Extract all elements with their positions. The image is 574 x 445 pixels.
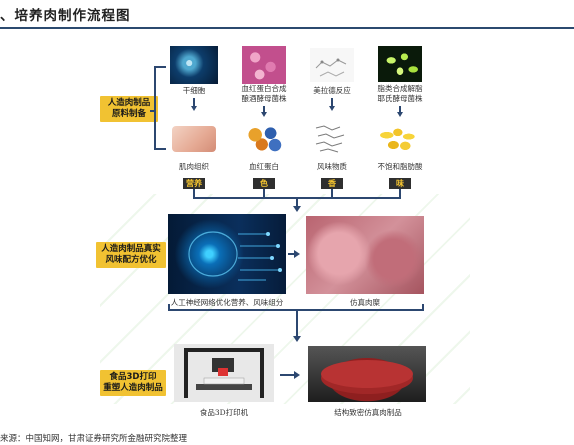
minced-meat-image (306, 216, 424, 294)
formula-icon (315, 125, 345, 153)
yeast-image-2 (378, 46, 422, 82)
brain-circuit-icon (188, 231, 282, 281)
stage2-bracket-left (168, 304, 170, 310)
source-label-4-text: 脂类合成解脂 耶氏酵母菌株 (377, 84, 423, 103)
stage3-left-caption: 食品3D打印机 (199, 408, 249, 417)
badge-taste: 味 (389, 178, 411, 189)
process-figure: 人造肉制品 原料制备 干细胞 血红蛋白合成 酿酒酵母菌株 美拉德反应 脂类合成解… (92, 44, 474, 422)
product-label-3: 风味物质 (317, 162, 347, 171)
source-note: 来源：中国知网，甘肃证券研究所金融研究院整理 (0, 434, 188, 444)
arrow-shaft-4 (399, 106, 401, 112)
flavor-formula-image (312, 122, 352, 154)
stage3-right-caption: 结构致密仿真肉制品 (334, 408, 402, 417)
source-label-2-text: 血红蛋白合成 酿酒酵母菌株 (241, 84, 287, 103)
badge-color: 色 (253, 178, 275, 189)
maillard-reaction-image (310, 48, 354, 82)
arrow-shaft-2 (263, 106, 265, 112)
stage2-right-shaft (288, 253, 294, 255)
molecule-icon (315, 58, 347, 77)
merge-stem (296, 198, 298, 206)
stage3-tag-line1: 食品3D打印 (109, 372, 157, 382)
stage3-tag-line2: 重塑人造肉制品 (103, 383, 163, 393)
arrow-head-1 (191, 106, 197, 111)
merge-arrow-head (293, 206, 301, 212)
yeast-image-1 (242, 46, 286, 84)
badge-aroma: 香 (321, 178, 343, 189)
source-label-4: 脂类合成解脂 耶氏酵母菌株 (368, 84, 432, 104)
stage2-down-arrow (293, 336, 301, 342)
arrow-shaft-3 (331, 98, 333, 106)
stage1-bracket-mid (150, 110, 154, 112)
product-label-2: 血红蛋白 (249, 162, 279, 171)
stage2-tag-line2: 风味配方优化 (105, 255, 157, 265)
stage3-right-arrow (294, 371, 300, 379)
stage1-bracket-top (154, 66, 166, 68)
steak-icon (321, 360, 413, 394)
stage2-right-arrow (294, 250, 300, 258)
stage2-right-caption: 仿真肉糜 (350, 298, 380, 307)
heading-rule (0, 27, 574, 29)
merge-drop-4 (399, 189, 401, 198)
printed-meat-image (308, 346, 426, 402)
merge-drop-3 (331, 189, 333, 198)
unsaturated-fat-image (378, 124, 422, 152)
stage1-bracket-bottom (154, 148, 166, 150)
stage1-tag-line2: 原料制备 (111, 109, 146, 119)
product-label-4: 不饱和脂肪酸 (377, 162, 423, 171)
stage3-tag: 食品3D打印 重塑人造肉制品 (100, 370, 166, 396)
source-label-2: 血红蛋白合成 酿酒酵母菌株 (232, 84, 296, 104)
stage1-bracket (154, 66, 156, 150)
stage1-tag-line1: 人造肉制品 (107, 98, 151, 108)
stem-cell-image (170, 46, 218, 84)
merge-drop-2 (263, 189, 265, 198)
arrow-head-2 (261, 112, 267, 117)
source-label-3: 美拉德反应 (313, 86, 351, 95)
hemoglobin-image (242, 122, 286, 154)
stage2-down-stem (296, 310, 298, 336)
stage2-tag-line1: 人造肉制品真实 (101, 244, 161, 254)
figure-heading: 、培养肉制作流程图 (0, 8, 131, 24)
source-label-1: 干细胞 (182, 86, 206, 95)
stage2-bracket-right (422, 304, 424, 310)
badge-nutrition: 营养 (183, 178, 205, 189)
stage2-tag: 人造肉制品真实 风味配方优化 (96, 242, 166, 268)
arrow-head-3 (329, 106, 335, 111)
arrow-shaft-1 (193, 98, 195, 106)
3d-printer-image (174, 344, 274, 402)
product-label-1: 肌肉组织 (179, 162, 209, 171)
stage3-right-shaft (280, 374, 294, 376)
printer-icon (184, 348, 264, 398)
arrow-head-4 (397, 112, 403, 117)
stage1-tag: 人造肉制品 原料制备 (100, 96, 158, 122)
stage2-left-caption: 人工神经网络优化营养、风味组分 (170, 298, 284, 307)
merge-drop-1 (193, 189, 195, 198)
neural-network-image (168, 214, 286, 294)
muscle-tissue-image (172, 126, 216, 152)
